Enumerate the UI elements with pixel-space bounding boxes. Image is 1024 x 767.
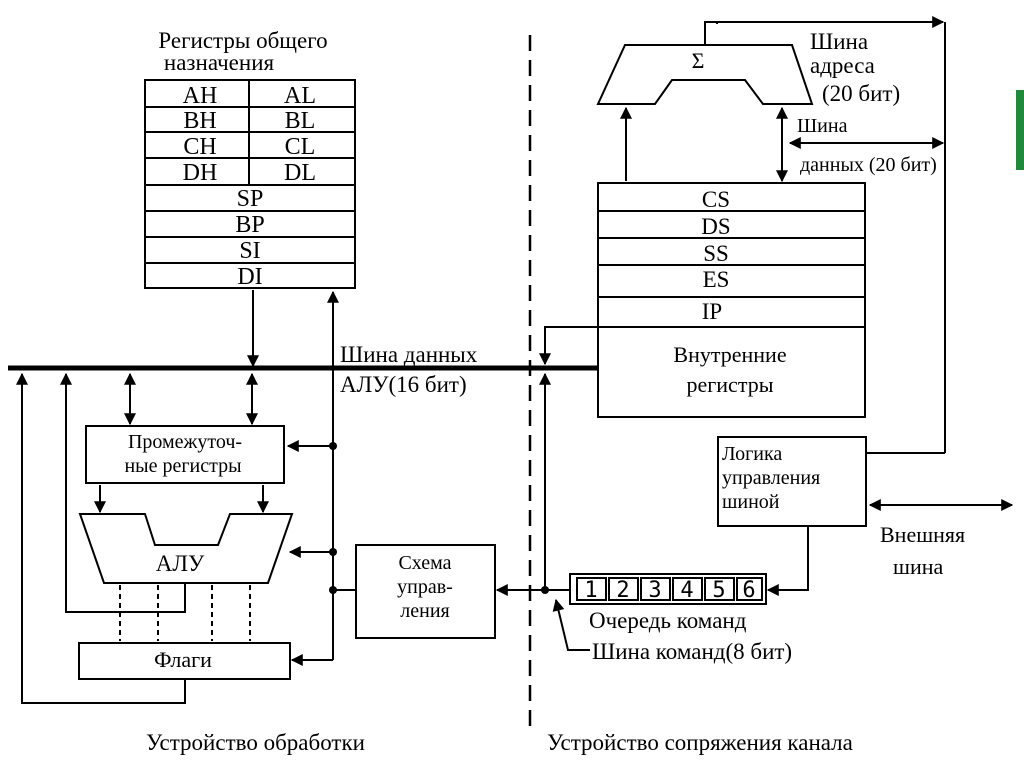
flags-label: Флаги	[154, 647, 212, 672]
intermediate-label-line-2: ные регистры	[124, 455, 241, 477]
intermediate-label-line-1: Промежуточ-	[128, 431, 242, 453]
alu-bus-label-line-1: Шина данных	[340, 342, 478, 367]
general-purpose-registers	[144, 79, 356, 289]
register-ip: IP	[702, 299, 722, 324]
instruction-queue	[569, 573, 767, 605]
alu-bus-label-line-2: АЛУ(16 бит)	[340, 372, 467, 397]
register-si: SI	[239, 238, 260, 264]
control-label-line-3: ления	[400, 600, 449, 622]
queue-cell-2: 2	[616, 578, 629, 603]
gpr-title-line-1: Регистры общего	[158, 28, 327, 53]
bus-logic-line-2: управления	[722, 467, 820, 489]
register-bl: BL	[285, 108, 316, 134]
register-bp: BP	[235, 212, 264, 238]
register-ss: SS	[703, 241, 729, 266]
alu-label: АЛУ	[156, 551, 205, 576]
control-label-line-2: управ-	[397, 576, 453, 598]
adder-sigma: Σ	[692, 48, 705, 73]
register-ch: CH	[183, 134, 216, 160]
address-bus-label-1: Шина	[810, 29, 868, 54]
segment-registers-block	[597, 182, 866, 418]
address-bus-label-3: (20 бит)	[822, 81, 900, 106]
register-di: DI	[237, 264, 262, 290]
register-dl: DL	[284, 160, 316, 186]
data-bus-20-label-2: данных (20 бит)	[800, 154, 937, 176]
data-bus-20-label-1: Шина	[797, 115, 848, 137]
external-bus-line-2: шина	[893, 554, 943, 579]
bus-logic-box	[717, 436, 867, 527]
register-cl: CL	[285, 134, 316, 160]
alu-block	[78, 513, 294, 584]
address-adder	[596, 44, 814, 105]
address-bus-label-2: адреса	[810, 53, 875, 78]
queue-cell-5: 5	[712, 578, 725, 603]
register-dh: DH	[183, 160, 218, 186]
external-bus-line-1: Внешняя	[880, 522, 965, 547]
queue-cell-3: 3	[648, 578, 661, 603]
register-al: AL	[284, 83, 316, 109]
gpr-title-line-2: назначения	[164, 50, 275, 75]
register-ah: AH	[183, 83, 218, 109]
bus-interface-unit-caption: Устройство сопряжения канала	[547, 730, 853, 755]
intermediate-registers-box	[85, 425, 285, 484]
bus-logic-line-1: Логика	[722, 443, 782, 465]
register-cs: CS	[702, 187, 730, 212]
bus-logic-line-3: шиной	[722, 491, 780, 513]
execution-unit-caption: Устройство обработки	[146, 730, 365, 755]
queue-cell-1: 1	[584, 578, 597, 603]
internal-registers-line-2: регистры	[687, 372, 774, 397]
flags-box	[78, 642, 291, 680]
control-label-line-1: Схема	[398, 552, 451, 574]
internal-registers-line-1: Внутренние	[673, 342, 786, 367]
queue-cell-6: 6	[742, 578, 755, 603]
queue-label: Очередь команд	[589, 608, 747, 633]
register-bh: BH	[183, 108, 216, 134]
queue-cell-4: 4	[680, 578, 693, 603]
control-unit-box	[355, 544, 496, 639]
register-sp: SP	[237, 186, 264, 212]
register-ds: DS	[701, 214, 730, 239]
register-es: ES	[703, 267, 730, 292]
edge-accent	[1016, 90, 1024, 170]
command-bus-label: Шина команд(8 бит)	[592, 639, 792, 664]
